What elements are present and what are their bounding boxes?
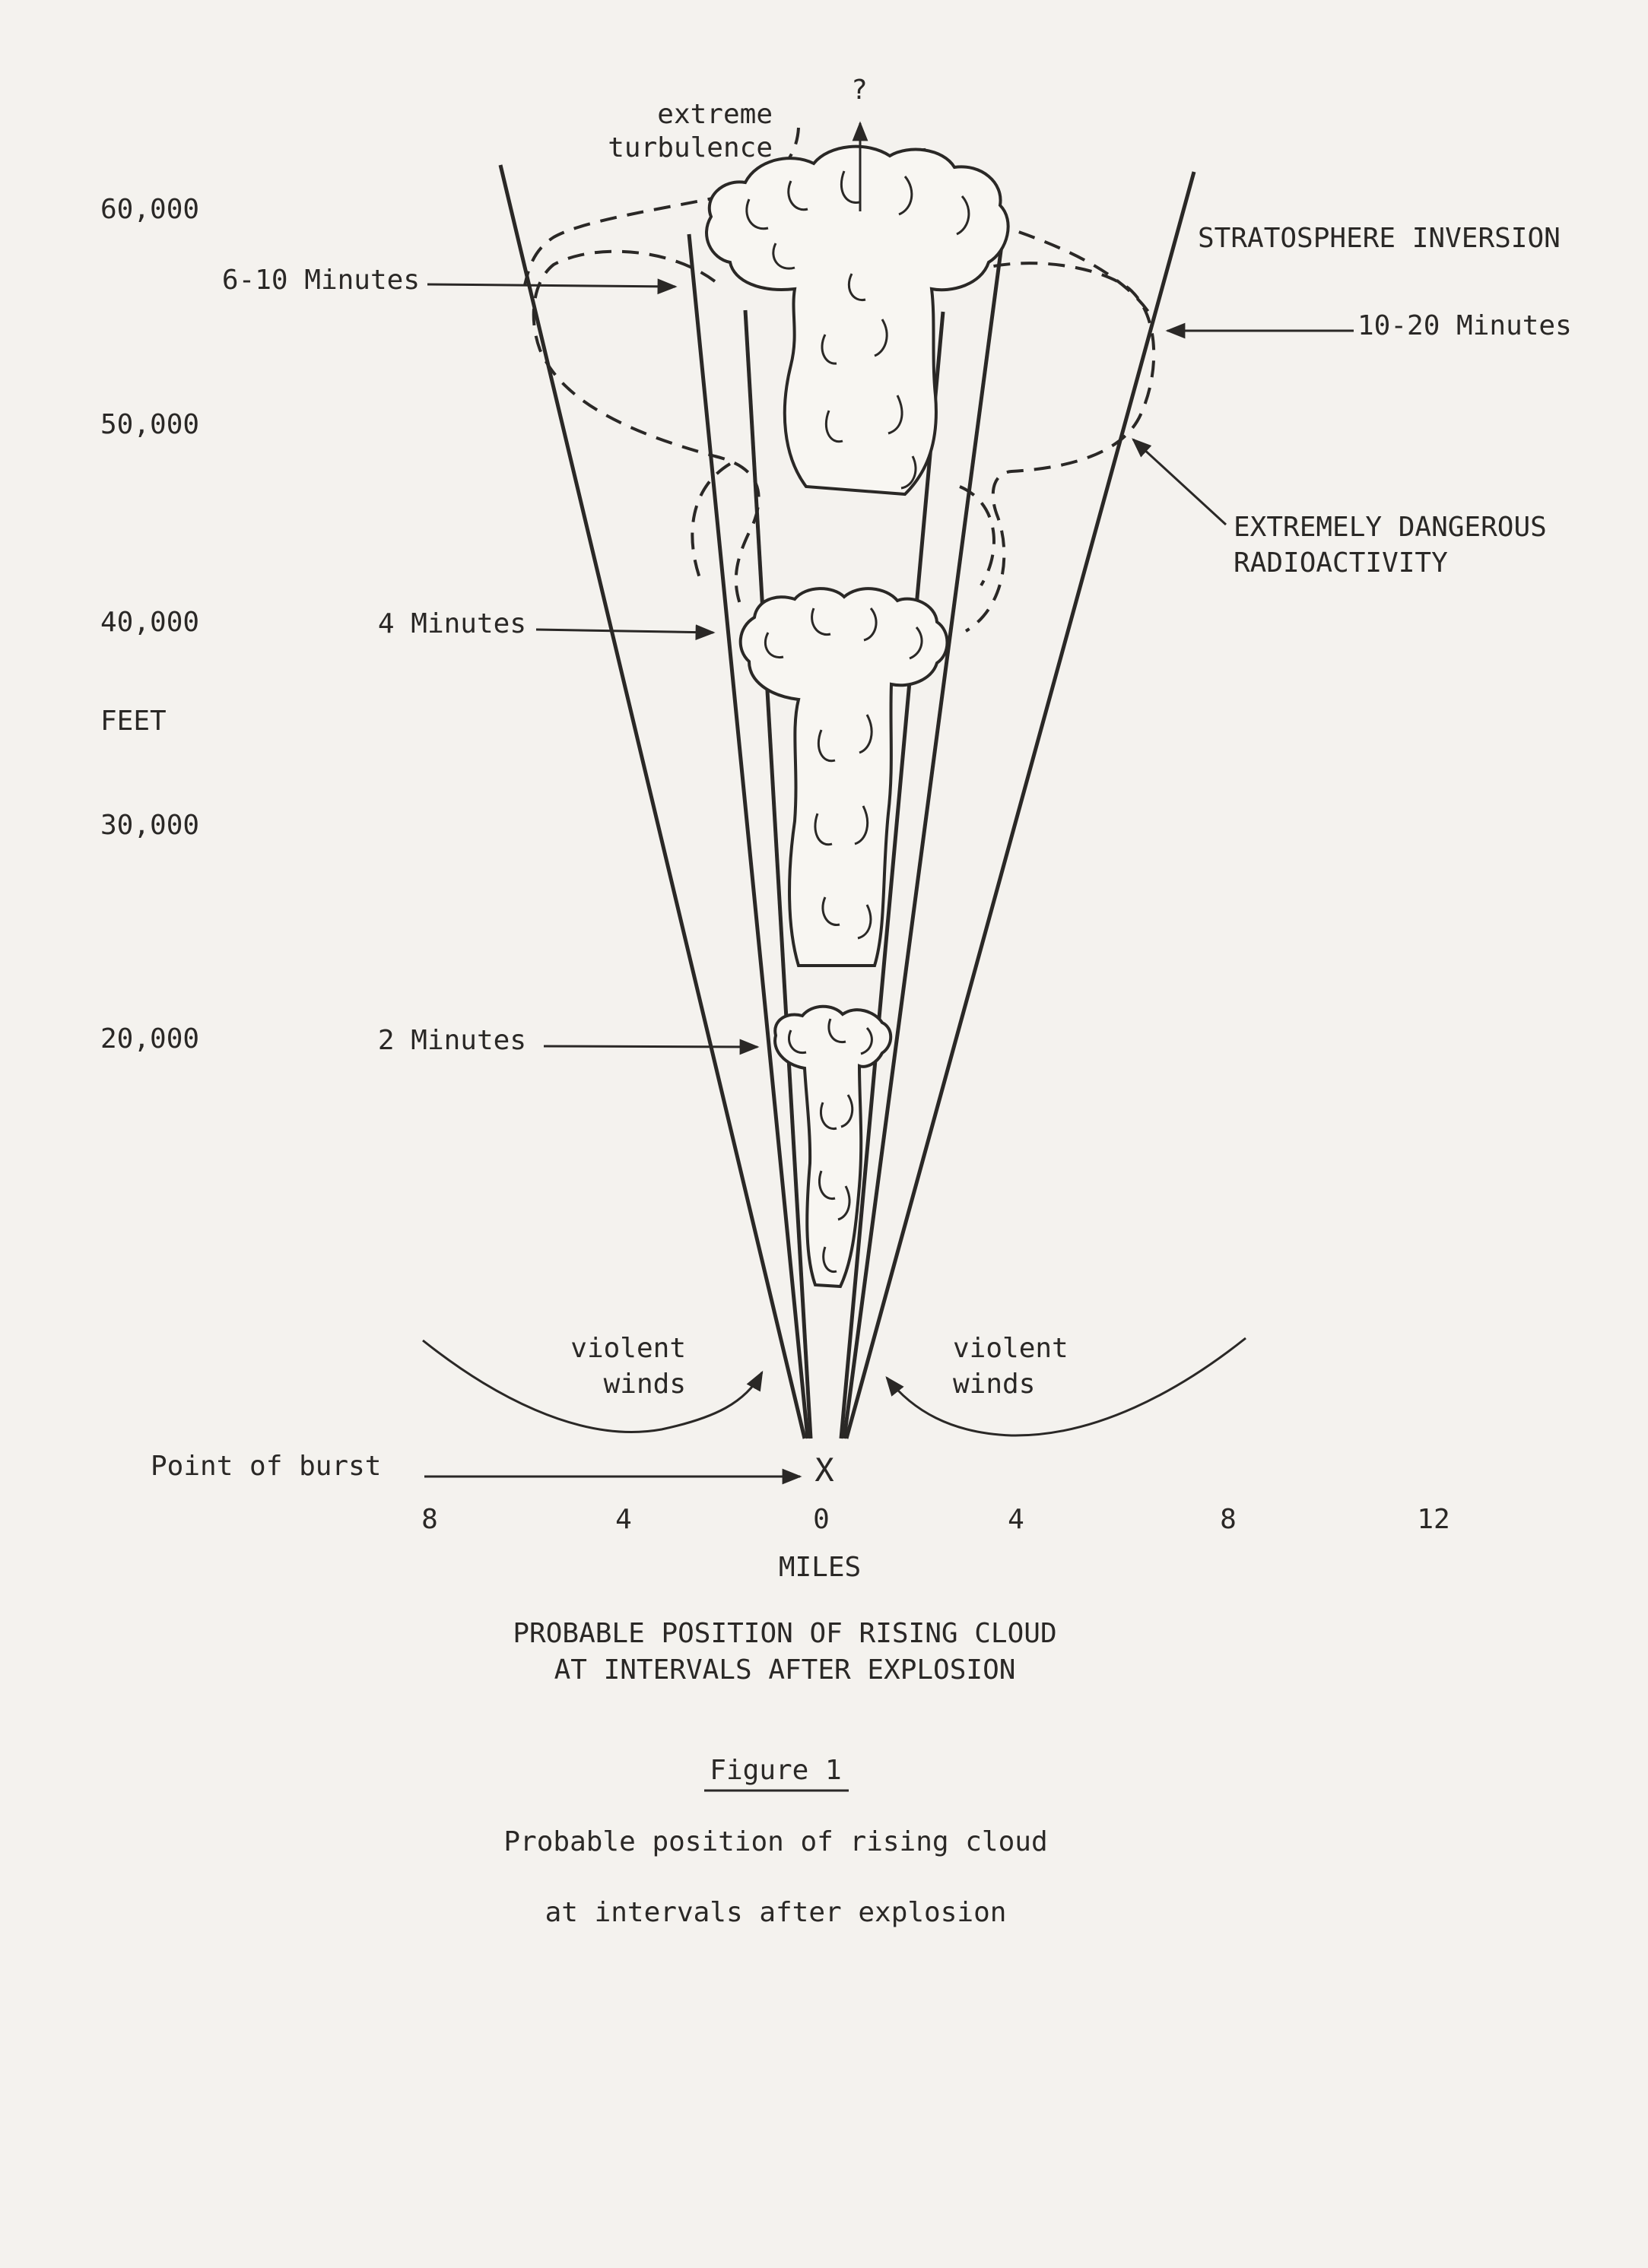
cloud-cone-lines bbox=[498, 164, 1196, 1439]
winds-right-label-2: winds bbox=[953, 1369, 1035, 1400]
cloud-6-10-minutes bbox=[705, 144, 1010, 496]
label-6-10-minutes: 6-10 Minutes bbox=[222, 265, 420, 296]
y-tick-40000: 40,000 bbox=[100, 607, 199, 638]
label-4-minutes: 4 Minutes bbox=[378, 608, 526, 639]
cloud-4-minutes bbox=[738, 587, 949, 967]
winds-right-label-1: violent bbox=[953, 1333, 1069, 1364]
burst-mark: X bbox=[814, 1451, 834, 1489]
x-axis: 8 4 0 4 8 12 MILES bbox=[421, 1504, 1450, 1583]
x-tick-8-left: 8 bbox=[421, 1504, 438, 1535]
x-axis-unit: MILES bbox=[779, 1552, 861, 1583]
figure-title-line-2: AT INTERVALS AFTER EXPLOSION bbox=[554, 1654, 1016, 1686]
arrow-2-minutes bbox=[543, 1039, 760, 1055]
y-axis-unit: FEET bbox=[100, 706, 167, 737]
caption-line-1: Probable position of rising cloud bbox=[503, 1826, 1047, 1857]
label-2-minutes: 2 Minutes bbox=[378, 1025, 526, 1056]
arrow-6-10-minutes bbox=[427, 278, 678, 295]
arrow-danger bbox=[1132, 438, 1227, 526]
figure-label: Figure 1 bbox=[710, 1755, 841, 1786]
y-tick-20000: 20,000 bbox=[100, 1023, 199, 1055]
violent-winds-right: violent winds bbox=[885, 1333, 1246, 1437]
figure-title-line-1: PROBABLE POSITION OF RISING CLOUD bbox=[513, 1618, 1056, 1649]
y-tick-60000: 60,000 bbox=[100, 194, 199, 225]
x-tick-0: 0 bbox=[813, 1504, 830, 1535]
label-10-20-minutes: 10-20 Minutes bbox=[1357, 310, 1572, 341]
caption-line-2: at intervals after explosion bbox=[545, 1897, 1007, 1928]
stratosphere-inversion-label: STRATOSPHERE INVERSION bbox=[1198, 223, 1561, 254]
y-axis: 60,000 50,000 40,000 FEET 30,000 20,000 bbox=[100, 194, 199, 1055]
point-of-burst-label: Point of burst bbox=[151, 1451, 381, 1482]
extreme-label-1: extreme bbox=[657, 99, 773, 130]
violent-winds-left: violent winds bbox=[422, 1333, 764, 1433]
danger-label-1: EXTREMELY DANGEROUS bbox=[1234, 512, 1547, 543]
y-tick-50000: 50,000 bbox=[100, 409, 199, 440]
x-tick-4-right: 4 bbox=[1008, 1504, 1024, 1535]
winds-left-label-2: winds bbox=[604, 1369, 686, 1400]
danger-label-2: RADIOACTIVITY bbox=[1234, 547, 1448, 579]
question-mark: ? bbox=[851, 75, 868, 106]
x-tick-4-left: 4 bbox=[615, 1504, 632, 1535]
extreme-label-2: turbulence bbox=[608, 132, 773, 163]
x-tick-8-right: 8 bbox=[1220, 1504, 1237, 1535]
x-tick-12: 12 bbox=[1417, 1504, 1450, 1535]
cloud-2-minutes bbox=[773, 1004, 893, 1289]
y-tick-30000: 30,000 bbox=[100, 810, 199, 841]
arrow-4-minutes bbox=[535, 624, 716, 640]
winds-left-label-1: violent bbox=[570, 1333, 686, 1364]
